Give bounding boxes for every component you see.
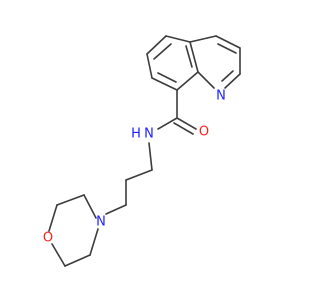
morpholine-nitrogen-label: N xyxy=(96,215,106,230)
atom-labels: N O H N N O xyxy=(43,89,226,246)
amide-nitrogen-label: N xyxy=(144,127,154,142)
bond-n-ch2a xyxy=(148,142,153,171)
bond-carbonyl-o xyxy=(176,117,197,130)
bond-c7-c8-double xyxy=(157,72,177,83)
bond-morph-n-c1 xyxy=(83,194,97,219)
bond-ch2c-n xyxy=(105,204,127,215)
molecule-structure: N O H N N O xyxy=(43,35,241,267)
bond-c7-c8 xyxy=(151,77,178,91)
bond-c8-c8a xyxy=(176,71,199,91)
bond-c4a-c4 xyxy=(189,35,217,43)
bond-ch2a-ch2b xyxy=(125,169,153,181)
bond-carbonyl-o-double xyxy=(173,122,194,135)
bond-c8a-c4a-double xyxy=(185,45,193,68)
quinoline-nitrogen-label: N xyxy=(216,89,226,104)
bond-c4a-c5 xyxy=(165,35,191,43)
bond-c6-c7 xyxy=(146,53,153,79)
bond-n1-c8a xyxy=(197,71,215,89)
bond-morph-c2-o xyxy=(48,204,58,232)
bond-c8a-c4a xyxy=(189,41,199,73)
bond-carbonyl-n xyxy=(157,117,178,130)
bond-c4-c3 xyxy=(215,35,241,49)
amide-hydrogen-label: H xyxy=(131,127,141,142)
bond-c2-n1-double xyxy=(221,70,234,82)
bond-morph-o-c3 xyxy=(51,243,66,267)
amide-oxygen-label: O xyxy=(199,125,209,140)
bond-c4-c3-double xyxy=(217,43,237,54)
bond-morph-c3-c4 xyxy=(64,254,91,267)
bond-c5-c6 xyxy=(146,35,167,55)
bond-morph-c4-n xyxy=(89,228,99,256)
bond-morph-c1-c2 xyxy=(56,194,85,206)
morpholine-oxygen-label: O xyxy=(43,231,53,246)
bond-c6-c6-double xyxy=(153,43,172,60)
bond-c2-n1 xyxy=(224,73,241,89)
bonds xyxy=(48,35,241,267)
